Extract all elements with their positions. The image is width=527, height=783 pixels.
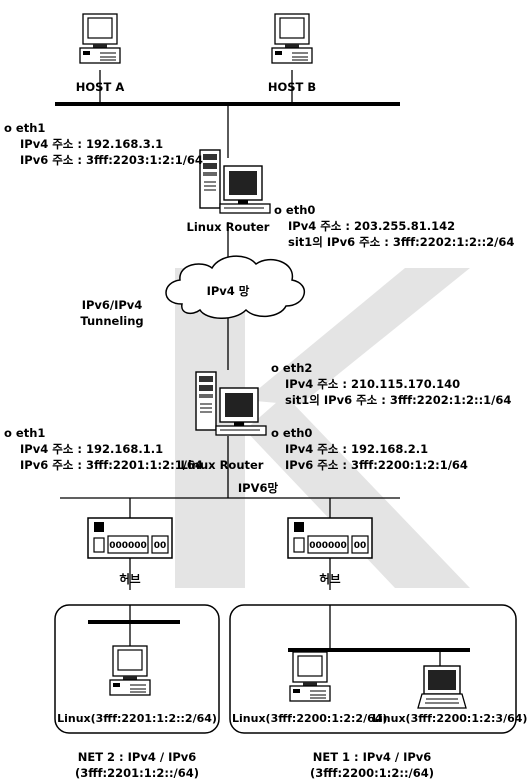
router2-eth0-ipv4: IPv4 주소 : 192.168.2.1 [285,442,429,456]
tunnel-label-line1: IPv6/IPv4 [81,298,143,312]
cloud-label: IPv4 망 [206,284,250,298]
router1-eth0-ipv6: sit1의 IPv6 주소 : 3fff:2202:1:2::2/64 [288,235,515,249]
router1-eth0-title: o eth0 [274,203,316,217]
router2-name: Linux Router [180,458,264,472]
ipv6-net-label: IPV6망 [237,481,279,495]
hub-left-port-right: 00 [153,541,167,551]
tunnel-label-line2: Tunneling [80,314,144,328]
net2-box [54,604,220,734]
router1-eth1-ipv4: IPv4 주소 : 192.168.3.1 [20,137,164,151]
hub-right-port-right: 00 [353,541,367,551]
net1-host1-label: Linux(3fff:2200:1:2:2/64) [232,712,388,725]
net1-box [229,604,517,734]
router2-eth2-ipv6: sit1의 IPv6 주소 : 3fff:2202:1:2::1/64 [285,393,512,407]
net2-caption-line1: NET 2 : IPv4 / IPv6 [77,750,197,764]
net1-linux-host-1 [289,651,331,702]
router2-eth2-title: o eth2 [271,361,313,375]
router2-eth1-ipv6: IPv6 주소 : 3fff:2201:1:2:1/64 [20,458,203,472]
router2-eth0-ipv6: IPv6 주소 : 3fff:2200:1:2:1/64 [285,458,468,472]
router2-eth2-ipv4: IPv4 주소 : 210.115.170.140 [285,377,461,391]
router1-eth1-ipv6: IPv6 주소 : 3fff:2203:1:2:1/64 [20,153,203,167]
router2-eth1-title: o eth1 [4,426,46,440]
hub-left-ports: 000000 [109,541,147,551]
hub-right-ports: 000000 [309,541,347,551]
host-b-computer [271,13,313,64]
router2-eth1-ipv4: IPv4 주소 : 192.168.1.1 [20,442,164,456]
net1-caption-line2: (3fff:2200:1:2::/64) [309,766,435,780]
hub-right-label: 허브 [319,572,341,586]
net1-linux-laptop [417,665,467,709]
host-a-label: HOST A [75,80,125,94]
net2-host-label: Linux(3fff:2201:1:2::2/64) [57,712,217,725]
net2-linux-host [109,645,151,696]
router1-name: Linux Router [186,220,270,234]
hub-left-label: 허브 [119,572,141,586]
router1-eth1-title: o eth1 [4,121,46,135]
host-b-label: HOST B [267,80,317,94]
ipv4-cloud [165,255,305,319]
router1-eth0-ipv4: IPv4 주소 : 203.255.81.142 [288,219,456,233]
net1-caption-line1: NET 1 : IPv4 / IPv6 [312,750,432,764]
host-a-computer [79,13,121,64]
net2-caption-line2: (3fff:2201:1:2::/64) [74,766,200,780]
router2-eth0-title: o eth0 [271,426,313,440]
linux-router-1 [199,149,271,214]
net1-host2-label: Linux(3fff:2200:1:2:3/64) [372,712,527,725]
